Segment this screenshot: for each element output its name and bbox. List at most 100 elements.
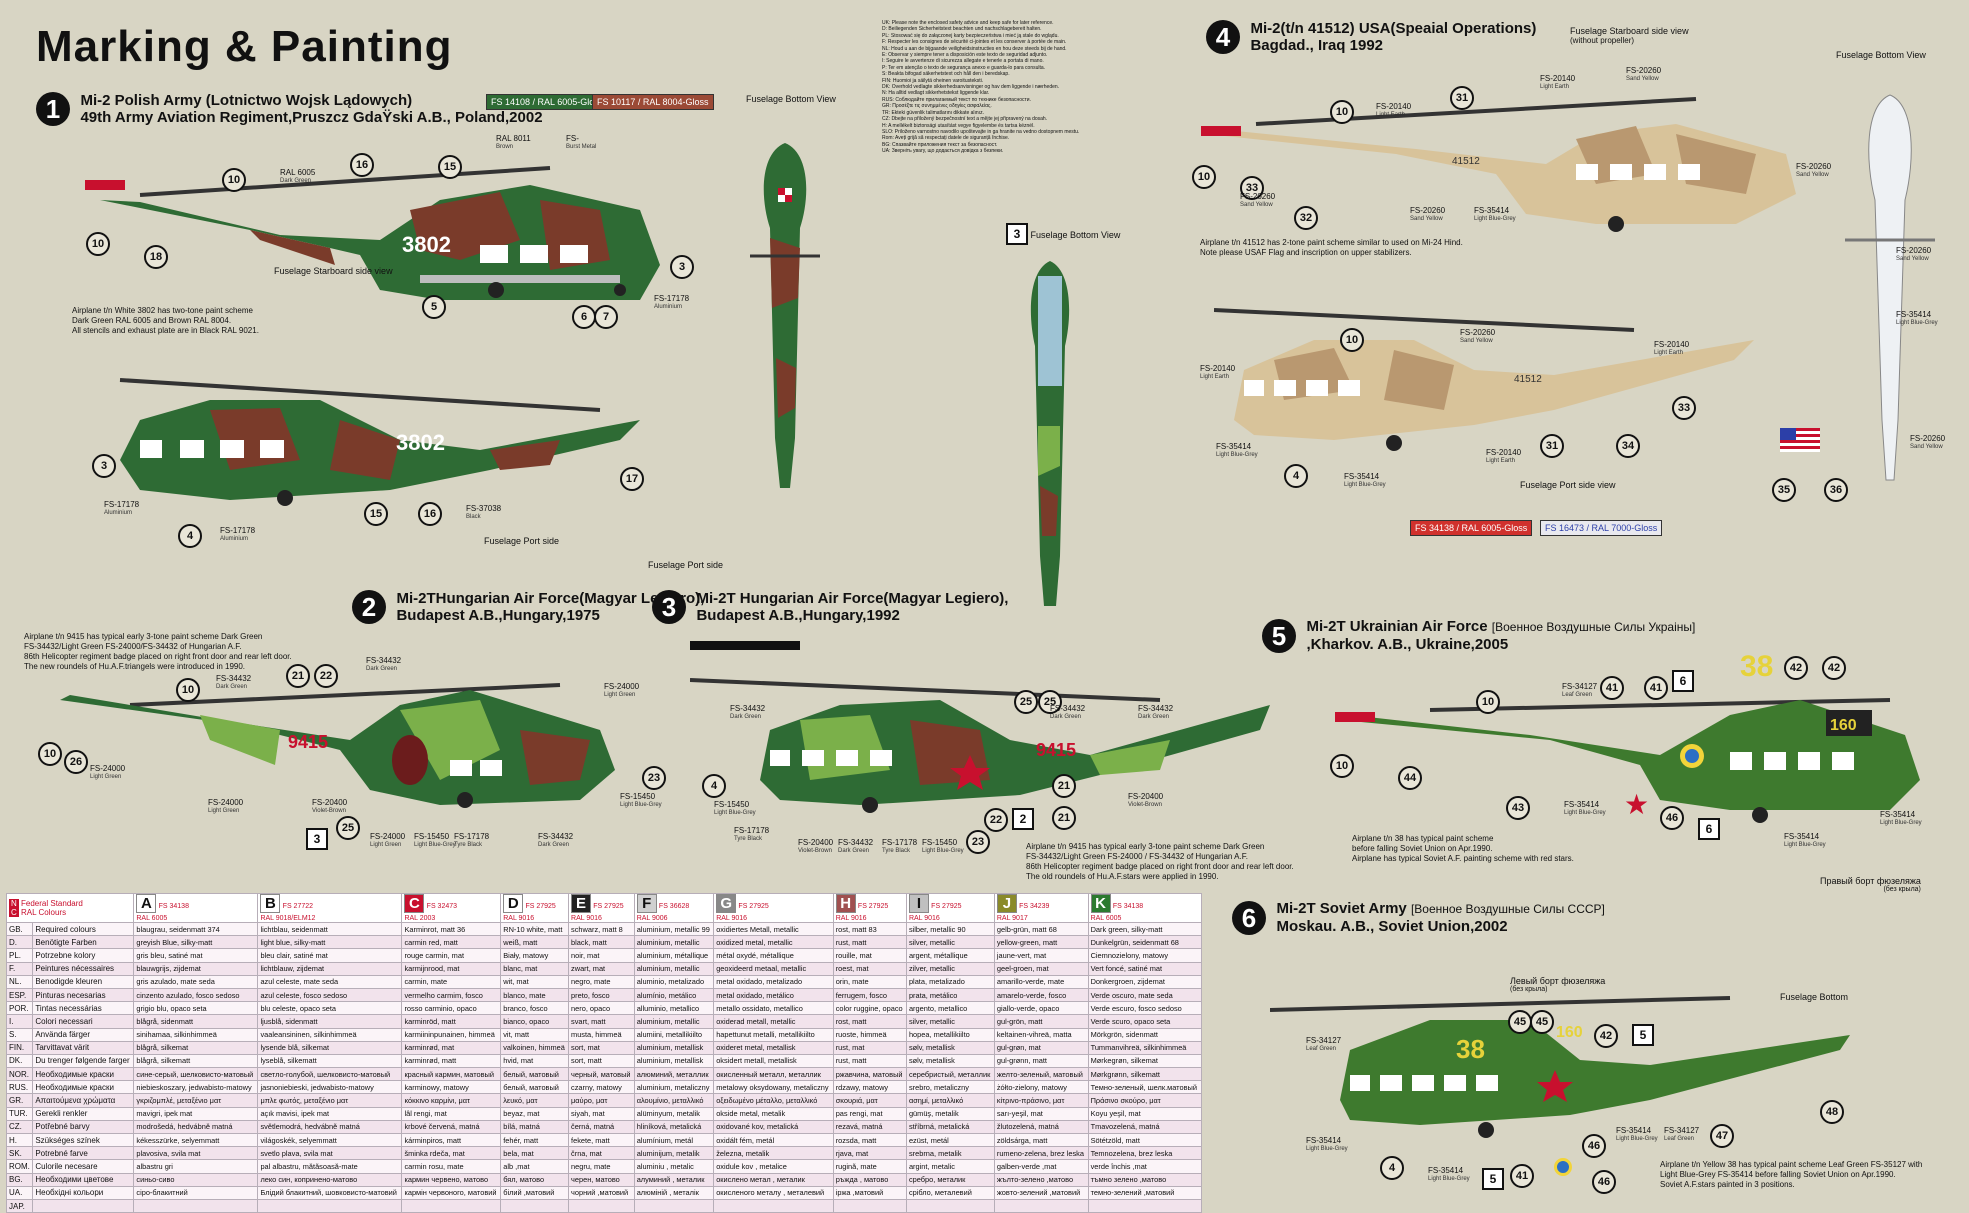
heli-4-port: 41512 — [1214, 308, 1754, 451]
colour-cell: albastru gri — [133, 1159, 259, 1174]
label-sub: Light Green — [370, 842, 402, 848]
colour-cell: rost, matt — [832, 1014, 907, 1029]
label-sub: Light Green — [604, 692, 636, 698]
note-line: 86th Helicopter regiment badge placed on… — [24, 652, 292, 661]
colour-cell: Ciemnozielony, matowy — [1087, 948, 1203, 963]
colour-cell: nero, opaco — [568, 1001, 635, 1016]
row-language-label: Colori necessari — [32, 1014, 135, 1029]
label: FS-24000 — [208, 798, 244, 807]
colour-cell: леко син, копринено-матово — [257, 1172, 403, 1187]
colour-cell: Mørkgrønn, silkematt — [1087, 1067, 1203, 1082]
column-fs: FS 27722 — [282, 903, 314, 910]
column-fs: FS 36628 — [658, 903, 690, 910]
note-line: FS-34432/Light Green FS-24000/FS-34432 o… — [24, 642, 242, 651]
heli-6-port: 38 — [1270, 996, 1850, 1138]
colour-cell: okside metal, metalik — [713, 1106, 834, 1121]
colour-cell: oxidiertes Metall, metallic — [713, 921, 834, 937]
note-line: The new roundels of Hu.A.F.triangels wer… — [24, 662, 246, 671]
label: FS-24000 — [90, 764, 126, 773]
colour-cell: κόκκινο καρμίνι, ματ — [401, 1093, 502, 1108]
colour-cell: light blue, silky-matt — [257, 935, 403, 950]
section-1-header: 1 Mi-2 Polish Army (Lotnictwo Wojsk Lądo… — [36, 92, 543, 126]
colour-cell: srebro, metaliczny — [905, 1080, 995, 1095]
colour-cell: Πράσινο σκούρο, ματ — [1087, 1093, 1203, 1108]
label: FS-20260 — [1626, 66, 1662, 75]
colour-cell — [1087, 1198, 1203, 1213]
colour-cell: orin, mate — [832, 974, 907, 989]
label: FS-20260 — [1896, 246, 1932, 255]
row-code: DK. — [5, 1053, 34, 1069]
safety-line: NL: Houd u aan de bijgaande veiligheidsi… — [882, 45, 1067, 52]
colour-cell: Biały, matowy — [500, 948, 570, 963]
note-line: Airplane t/n 9415 has typical early 3-to… — [1026, 842, 1265, 851]
section-subtitle: ,Kharkov. A.B., Ukraine,2005 — [1306, 636, 1509, 653]
note-line: before falling Soviet Union on Apr.1990. — [1352, 844, 1493, 853]
row-language-label: Необходимые краски — [32, 1067, 135, 1082]
column-fs: FS 34239 — [1019, 903, 1050, 910]
header-fs: Federal Standard — [21, 899, 83, 908]
label: FS-34432 — [1050, 704, 1086, 713]
colour-cell: κίτρινο-πράσινο, ματ — [993, 1093, 1089, 1108]
colour-cell: oxideret metal, metallisk — [713, 1040, 834, 1055]
note-line: Light Blue-Grey FS-35414 before falling … — [1660, 1170, 1896, 1179]
colour-cell: Блідий блакитний, шовковисто-матовий — [257, 1185, 403, 1200]
page-title: Marking & Painting — [36, 22, 453, 71]
label: FS-17178 — [734, 826, 770, 835]
safety-line: N: Ha alltid vedlagt sikkerhetstekst lig… — [882, 90, 990, 97]
colour-cell: Tummanvihreä, silkinhimmeä — [1087, 1040, 1203, 1055]
ukraine-roundel-icon — [1554, 1158, 1572, 1176]
row-language-label: Benötigte Farben — [32, 935, 135, 950]
colour-cell: alumiini, metallikiilto — [633, 1027, 715, 1042]
colour-cell: carmin rosu, mate — [401, 1159, 502, 1174]
label-sub: Violet-Brown — [798, 848, 832, 854]
label-sub: Light Blue-Grey — [620, 802, 662, 808]
colour-cell: żółto-zielony, matowy — [993, 1080, 1089, 1095]
colour-cell: világoskék, selyemmatt — [257, 1132, 403, 1148]
row-code: NOR. — [5, 1067, 34, 1082]
label: FS-35414 — [1216, 442, 1252, 451]
column-ral: RAL 9017 — [996, 915, 1028, 922]
column-ral: RAL 9018/ELM12 — [260, 915, 316, 922]
row-code: ESP. — [5, 987, 34, 1003]
colour-cell: aluminium, metaliczny — [633, 1080, 715, 1095]
colour-cell: кармин червено, матово — [401, 1172, 502, 1187]
section-number: 6 — [1232, 900, 1266, 935]
view-caption-text: Левый борт фюзеляжа — [1510, 976, 1606, 986]
row-language-label: Använda färger — [32, 1027, 135, 1042]
row-code: BG. — [5, 1172, 34, 1187]
row-language-label: Gerekli renkler — [32, 1106, 135, 1121]
colour-cell: branco, fosco — [500, 1001, 570, 1016]
colour-cell: αλουμίνιο, μεταλλικό — [633, 1093, 715, 1108]
column-ral: RAL 9016 — [835, 915, 867, 922]
label: FS-15450 — [922, 838, 958, 847]
view-caption: Левый борт фюзеляжа(без крыла) — [1510, 976, 1605, 993]
colour-cell: black, matt — [568, 935, 635, 950]
label: FS-35414 — [1474, 206, 1510, 215]
label: FS-17178 — [104, 500, 140, 509]
label-sub: Light Blue-Grey — [1474, 216, 1516, 222]
colour-cell: metalowy oksydowany, metaliczny — [713, 1080, 834, 1095]
colour-cell: musta, himmeä — [568, 1027, 635, 1042]
row-code: CZ. — [5, 1119, 34, 1135]
label: FS-20400 — [312, 798, 348, 807]
colour-cell: aluminium, metallic — [633, 935, 715, 950]
colour-cell: negro, mate — [568, 974, 635, 989]
note-line: FS-34432/Light Green FS-24000 / FS-34432… — [1026, 852, 1248, 861]
colour-cell: světlemodrá, hedvábně matná — [257, 1119, 403, 1135]
colour-cell: rost, matt 83 — [832, 921, 907, 937]
row-code: TUR. — [5, 1106, 34, 1121]
view-caption-text: Правый борт фюзеляжа — [1820, 876, 1921, 886]
section-title-ru: [Военное Воздушные Силы Украіны] — [1491, 620, 1696, 634]
section-5-header: 5 Mi-2T Ukrainian Air Force [Военное Воз… — [1262, 618, 1695, 653]
colour-cell: aluminium, métallique — [633, 948, 715, 963]
colour-cell: roest, mat — [832, 961, 907, 976]
colour-cell: Verde scuro, opaco seta — [1087, 1014, 1203, 1029]
row-code: RUS. — [5, 1080, 34, 1095]
swatch-brown: FS 10117 / RAL 8004-Gloss — [592, 94, 714, 110]
